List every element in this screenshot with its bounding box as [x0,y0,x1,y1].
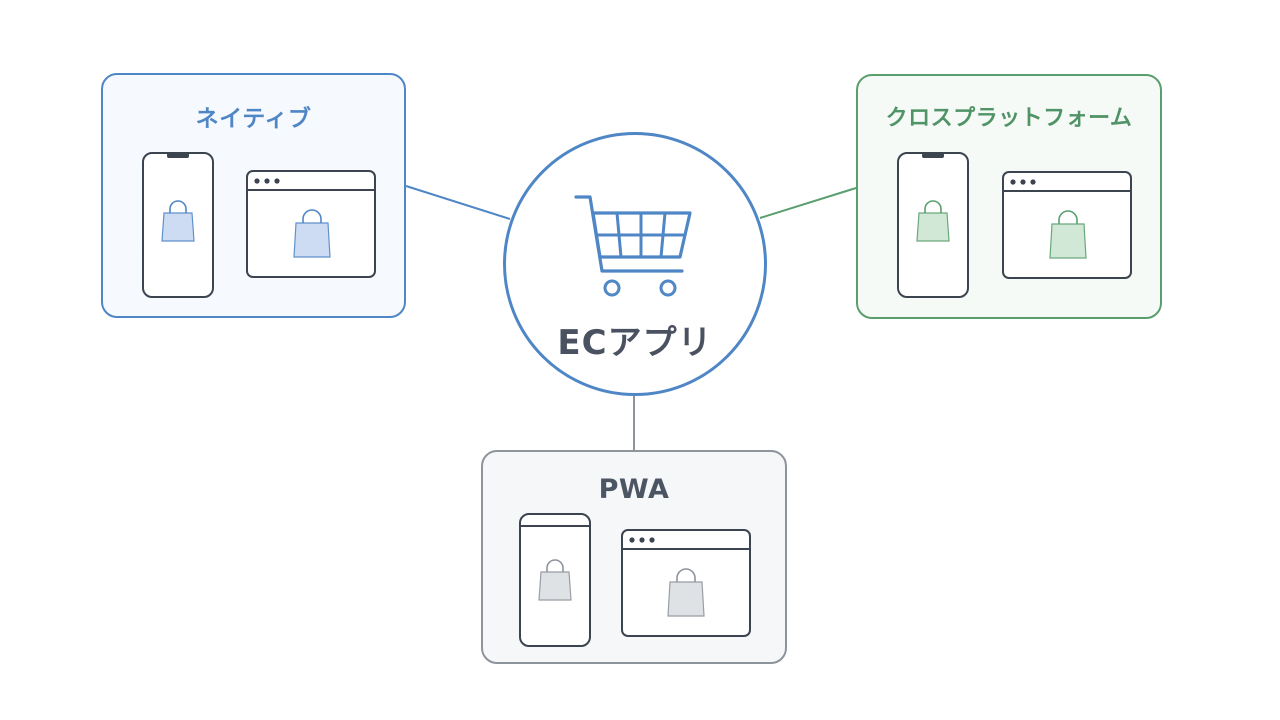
connector-native [405,185,511,220]
cross-platform-title: クロスプラットフォーム [885,106,1133,131]
shopping-bag-icon [667,568,705,617]
pwa-box: PWA [481,450,787,664]
ec-app-label: ECアプリ [557,323,713,363]
shopping-bag-icon [538,559,572,601]
pwa-title: PWA [598,474,670,505]
ec-app-hub: ECアプリ [503,132,767,396]
browser-window-icon [246,170,376,278]
native-title: ネイティブ [195,106,312,132]
native-box: ネイティブ [101,73,406,318]
cross-platform-box: クロスプラットフォーム [856,74,1162,319]
browser-window-icon [621,529,751,637]
smartphone-icon [142,152,214,298]
browser-window-icon [1002,171,1132,279]
connector-cross [759,187,857,219]
shopping-cart-icon [574,195,692,297]
shopping-bag-icon [916,200,950,242]
smartphone-icon [519,513,591,647]
shopping-bag-icon [293,209,331,258]
shopping-bag-icon [161,200,195,242]
smartphone-icon [897,152,969,298]
shopping-bag-icon [1049,210,1087,259]
